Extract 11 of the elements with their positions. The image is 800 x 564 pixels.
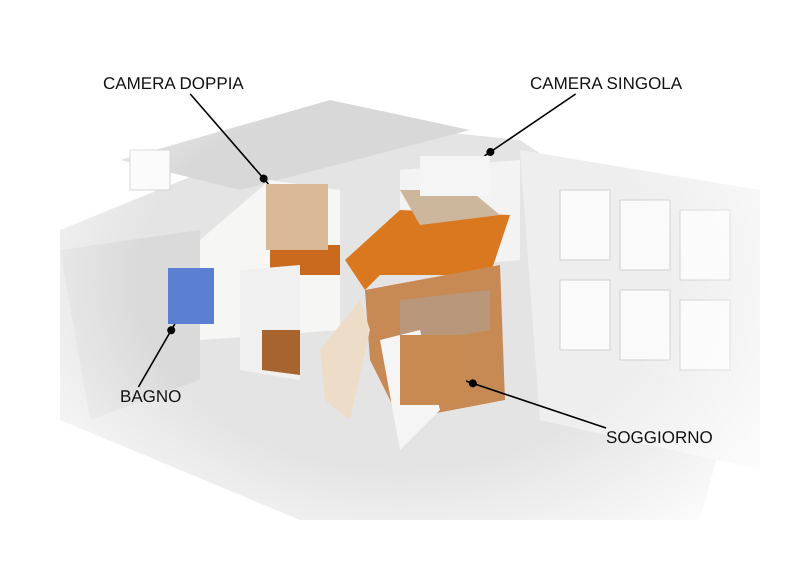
room-label: BAGNO (120, 387, 182, 407)
leader-line (138, 324, 176, 388)
room-label: SOGGIORNO (606, 428, 713, 448)
bathroom-wall (168, 268, 214, 324)
bedroom-wardrobe (266, 184, 328, 250)
room-label: CAMERA SINGOLA (530, 74, 682, 94)
room-label: CAMERA DOPPIA (103, 74, 244, 94)
living-room-floor (400, 335, 466, 405)
leader-line (466, 379, 606, 429)
leader-line (190, 93, 269, 185)
leader-line (484, 93, 576, 157)
